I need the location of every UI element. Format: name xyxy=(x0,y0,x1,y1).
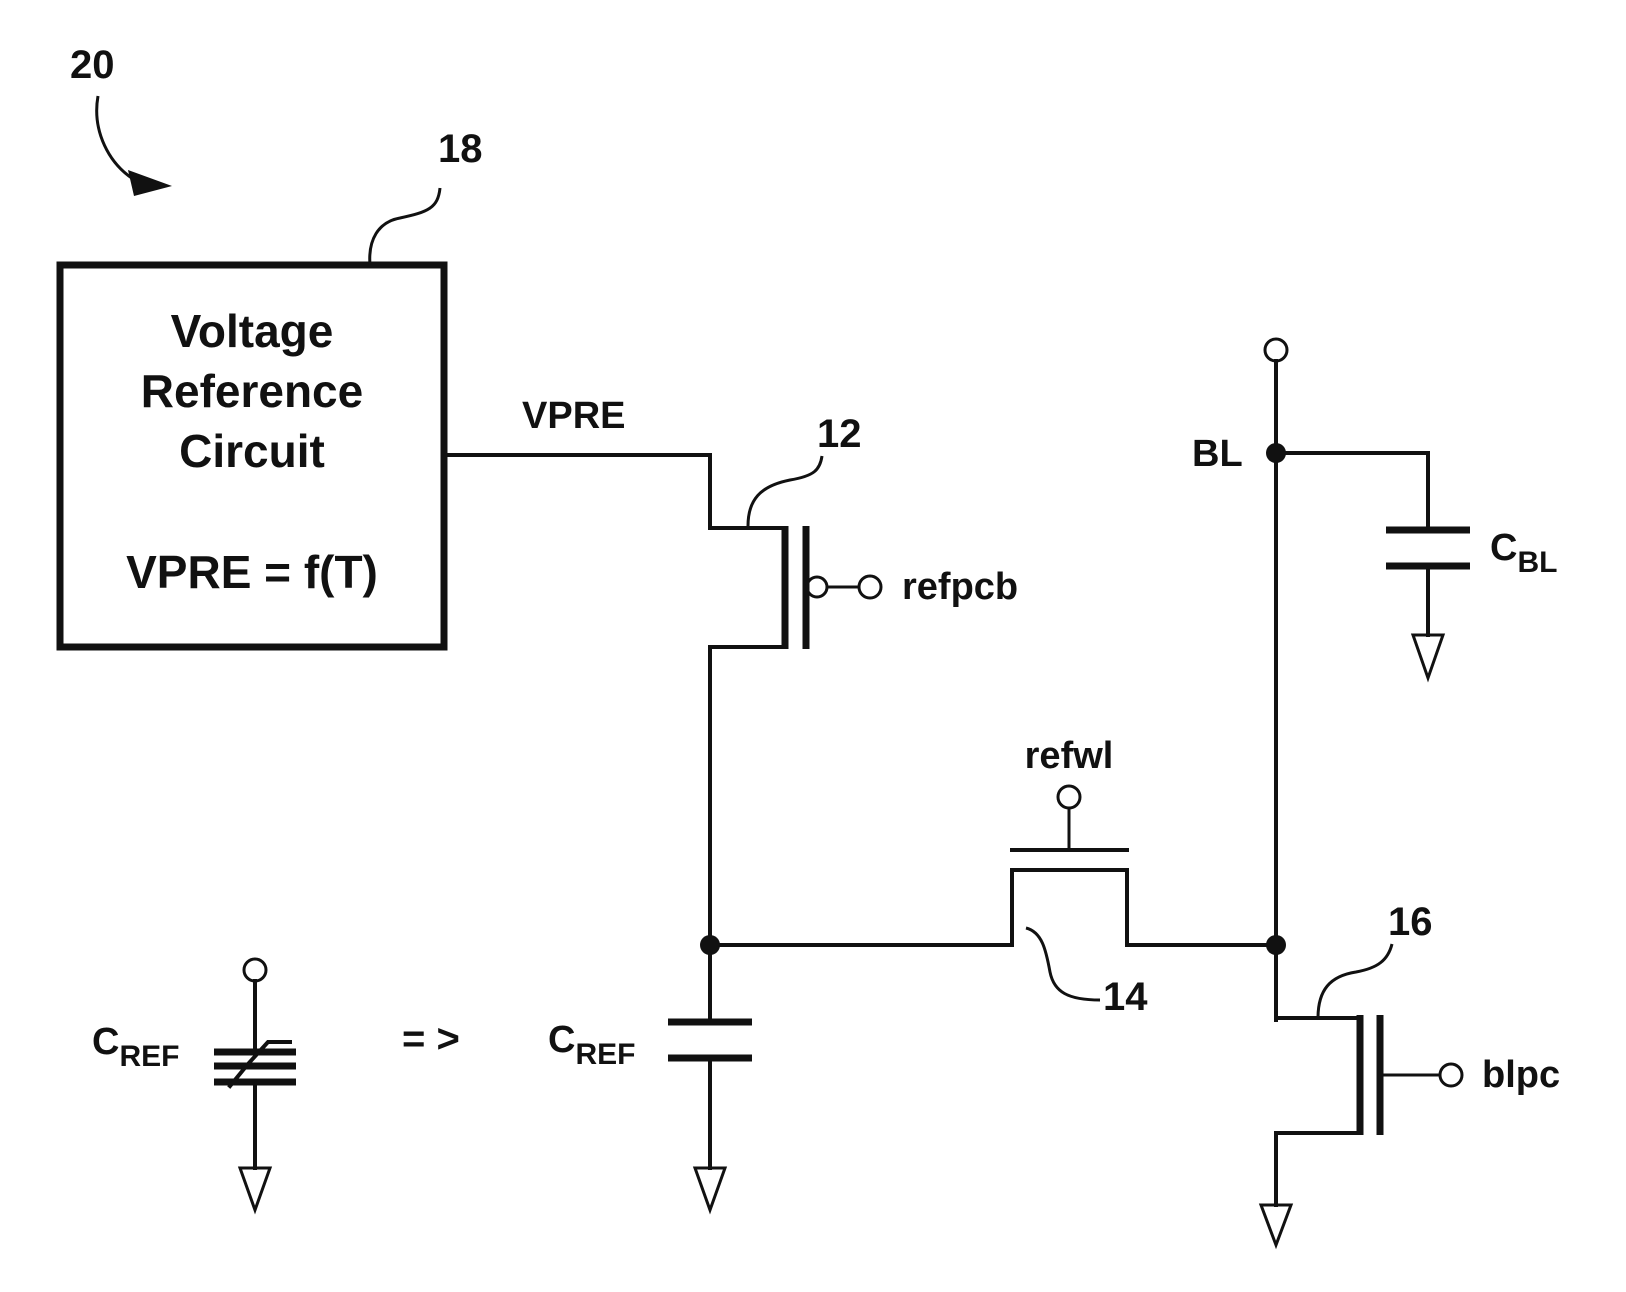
refwl-terminal[interactable] xyxy=(1058,786,1080,808)
cvar-label-sub: REF xyxy=(119,1040,179,1073)
bl-label: BL xyxy=(1192,433,1243,475)
vpre-wire xyxy=(444,455,785,528)
block-title-line3: Circuit xyxy=(179,425,325,477)
nmos-16-source-wire xyxy=(1276,1133,1360,1205)
blpc-label: blpc xyxy=(1482,1054,1560,1096)
block-title-line2: Reference xyxy=(141,365,363,417)
cvar-label-main: C xyxy=(92,1021,119,1063)
cbl-label: CBL xyxy=(1490,527,1557,579)
block-equation: VPRE = f(T) xyxy=(126,546,378,598)
block-leader-18 xyxy=(370,188,440,265)
vpre-label: VPRE xyxy=(522,395,625,437)
cref-label-sub: REF xyxy=(575,1038,635,1071)
blpc-terminal[interactable] xyxy=(1440,1064,1462,1086)
equivalence-symbol: = > xyxy=(402,1017,460,1061)
cvar-terminal xyxy=(244,959,266,981)
block-ref-18: 18 xyxy=(438,127,483,171)
cvar-label: CREF xyxy=(92,1021,179,1073)
refwl-label: refwl xyxy=(1025,735,1114,777)
cref-label-main: C xyxy=(548,1019,575,1061)
pmos-12-gate-bubble xyxy=(807,577,827,597)
bl-lower-node-dot xyxy=(1266,935,1286,955)
cbl-top-lead xyxy=(1276,453,1428,528)
figure-arrow-curve xyxy=(97,96,138,182)
cref-label: CREF xyxy=(548,1019,635,1071)
t14-ref: 14 xyxy=(1103,975,1148,1019)
figure-arrow-head xyxy=(128,170,172,196)
cbl-label-main: C xyxy=(1490,527,1517,569)
refpcb-label: refpcb xyxy=(902,566,1018,608)
reference-node-wire xyxy=(710,870,1276,945)
pmos-12-drain-wire xyxy=(710,647,785,945)
t12-ref: 12 xyxy=(817,412,862,456)
bl-top-terminal[interactable] xyxy=(1265,339,1287,361)
t16-ref: 16 xyxy=(1388,900,1433,944)
cbl-ground-icon xyxy=(1413,635,1443,678)
blpc-ground-icon xyxy=(1261,1205,1291,1245)
cvar-ground-icon xyxy=(240,1168,270,1210)
figure-number: 20 xyxy=(70,43,115,87)
t16-leader xyxy=(1318,944,1392,1018)
cbl-label-sub: BL xyxy=(1517,546,1557,579)
refpcb-terminal[interactable] xyxy=(859,576,881,598)
t12-leader xyxy=(748,456,822,526)
cref-ground-icon xyxy=(695,1168,725,1210)
t14-leader xyxy=(1026,928,1100,1000)
block-title-line1: Voltage xyxy=(171,305,334,357)
